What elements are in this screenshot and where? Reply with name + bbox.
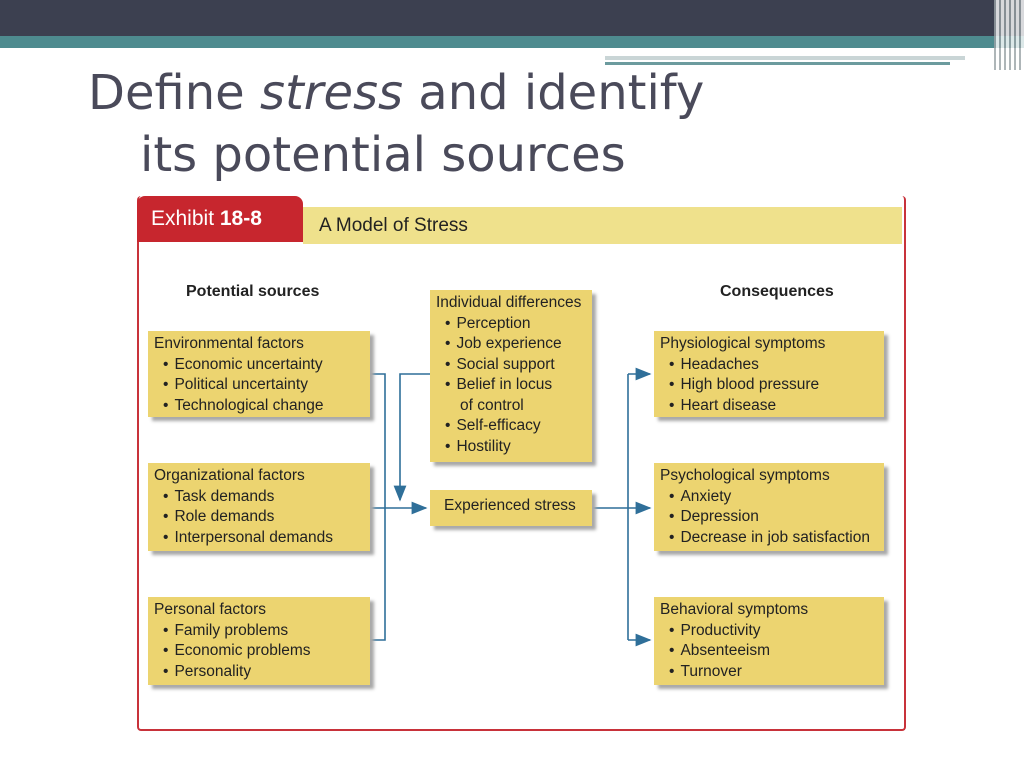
- exhibit-tab: Exhibit 18-8: [137, 196, 303, 242]
- experienced-stress-label: Experienced stress: [444, 497, 576, 514]
- list-item: High blood pressure: [660, 375, 878, 396]
- slide-accent-line-2: [605, 62, 950, 65]
- list-item: Anxiety: [660, 487, 878, 508]
- exhibit-number: 18-8: [219, 207, 262, 230]
- consequence-title: Psychological symptoms: [660, 467, 830, 484]
- list-item: Technological change: [154, 396, 364, 417]
- source-box-environmental: Environmental factors Economic uncertain…: [148, 331, 370, 417]
- list-item: Perception: [436, 314, 586, 335]
- individual-title: Individual differences: [436, 294, 582, 311]
- experienced-stress-box: Experienced stress: [430, 490, 592, 526]
- list-item: Headaches: [660, 355, 878, 376]
- title-part-1: Define: [88, 65, 260, 121]
- consequence-box-physiological: Physiological symptoms Headaches High bl…: [654, 331, 884, 417]
- list-item: Economic problems: [154, 641, 364, 662]
- consequence-title: Behavioral symptoms: [660, 601, 809, 618]
- list-item-continuation: of control: [460, 396, 524, 414]
- list-item: Belief in locus: [436, 375, 586, 396]
- consequence-box-psychological: Psychological symptoms Anxiety Depressio…: [654, 463, 884, 551]
- exhibit-label: Exhibit: [151, 207, 220, 230]
- list-item: Self-efficacy: [436, 416, 586, 437]
- consequence-box-behavioral: Behavioral symptoms Productivity Absente…: [654, 597, 884, 685]
- list-item: Decrease in job satisfaction: [660, 528, 878, 549]
- heading-potential-sources: Potential sources: [186, 283, 320, 300]
- list-item: Family problems: [154, 621, 364, 642]
- slide-top-bar: [0, 0, 1024, 36]
- source-title: Environmental factors: [154, 335, 304, 352]
- title-italic: stress: [259, 65, 404, 121]
- list-item: Absenteeism: [660, 641, 878, 662]
- list-item: Personality: [154, 662, 364, 683]
- list-item: Task demands: [154, 487, 364, 508]
- list-item: Job experience: [436, 334, 586, 355]
- list-item: Heart disease: [660, 396, 878, 417]
- individual-differences-box: Individual differences Perception Job ex…: [430, 290, 592, 462]
- heading-consequences: Consequences: [720, 283, 834, 300]
- exhibit-caption: A Model of Stress: [303, 207, 902, 244]
- list-item: Turnover: [660, 662, 878, 683]
- title-line-2: its potential sources: [140, 127, 626, 183]
- list-item: Social support: [436, 355, 586, 376]
- source-box-personal: Personal factors Family problems Economi…: [148, 597, 370, 685]
- slide-title: Define stress and identify its potential…: [88, 62, 788, 186]
- slide-corner-stripes: [994, 0, 1024, 70]
- list-item: Political uncertainty: [154, 375, 364, 396]
- list-item: Economic uncertainty: [154, 355, 364, 376]
- slide-teal-bar: [0, 36, 1024, 48]
- source-box-organizational: Organizational factors Task demands Role…: [148, 463, 370, 551]
- slide-accent-line: [605, 56, 965, 60]
- source-title: Personal factors: [154, 601, 266, 618]
- arrow-individual-to-stress: [393, 373, 430, 502]
- title-part-2: and identify: [403, 65, 705, 121]
- connector-env: [370, 373, 386, 641]
- consequence-title: Physiological symptoms: [660, 335, 826, 352]
- list-item: Hostility: [436, 437, 586, 458]
- list-item: Productivity: [660, 621, 878, 642]
- source-title: Organizational factors: [154, 467, 305, 484]
- list-item: Role demands: [154, 507, 364, 528]
- list-item: Depression: [660, 507, 878, 528]
- list-item: Interpersonal demands: [154, 528, 364, 549]
